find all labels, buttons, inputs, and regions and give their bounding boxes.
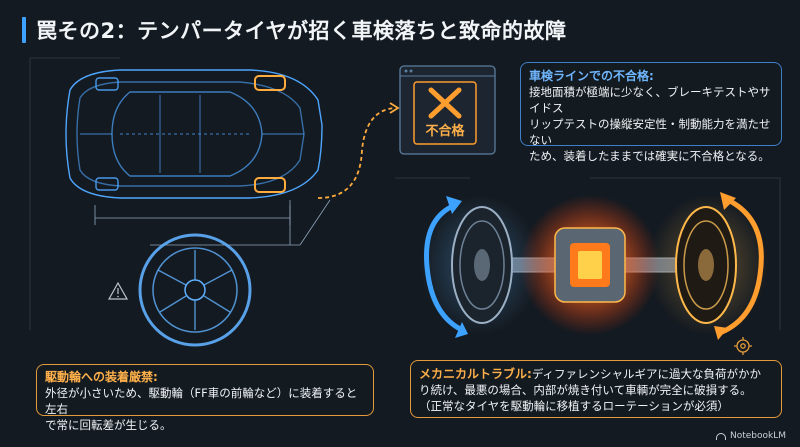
flow-arrow-head (389, 102, 400, 114)
inspection-line: リップテストの操縦安定性・制動能力を満たせない (529, 117, 771, 147)
logo-icon (715, 432, 726, 440)
inspection-line: ため、装着したままでは確実に不合格となる。 (529, 149, 770, 163)
drive-wheel-heading: 駆動輪への装着厳禁: (45, 370, 158, 384)
spare-tire-illustration (138, 233, 252, 347)
drive-wheel-line: で常に回転差が生じる。 (45, 418, 172, 432)
car-front-wheels (254, 75, 286, 193)
inspection-fail-label: 不合格 (425, 124, 465, 139)
page-title-text: 罠その2：テンパータイヤが招く車検落ちと致命的故障 (36, 19, 567, 43)
warning-icon (107, 281, 129, 300)
gear-icon (734, 337, 752, 355)
drive-wheel-panel: 駆動輪への装着厳禁: 外径が小さいため、駆動輪（FF車の前輪など）に装着すると左… (36, 364, 374, 432)
frame-lines (29, 57, 781, 330)
title-accent-bar (22, 17, 26, 43)
inspection-panel: 車検ラインでの不合格: 接地面積が極端に少なく、ブレーキテストやサイドス リップ… (520, 62, 782, 163)
mechanical-line: り続け、最悪の場合、内部が焼き付いて車輌が完全に破損する。 (419, 383, 752, 397)
drivetrain-illustration (420, 192, 768, 340)
inspection-heading: 車検ラインでの不合格: (529, 69, 654, 83)
inspection-line: 接地面積が極端に少なく、ブレーキテストやサイドス (529, 85, 771, 115)
drive-wheel-line: 外径が小さいため、駆動輪（FF車の前輪など）に装着すると左右 (45, 386, 358, 416)
inspection-fail-window (399, 65, 496, 155)
mechanical-line: ディファレンシャルギアに過大な負荷がかか (531, 367, 762, 381)
car-blueprint (65, 69, 323, 199)
notebooklm-logo: NotebookLM (715, 431, 786, 441)
logo-text: NotebookLM (729, 431, 786, 441)
mechanical-line: （正常なタイヤを駆動輪に移植するローテーションが必須） (419, 399, 729, 413)
flow-arrow (317, 107, 396, 199)
page-title: 罠その2：テンパータイヤが招く車検落ちと致命的故障 (22, 12, 566, 48)
fail-x-icon (428, 87, 462, 119)
mechanical-panel: メカニカルトラブル:ディファレンシャルギアに過大な負荷がかか り続け、最悪の場合… (410, 360, 782, 418)
mechanical-heading: メカニカルトラブル: (419, 367, 532, 381)
mechanical-first-line: メカニカルトラブル:ディファレンシャルギアに過大な負荷がかか (419, 365, 773, 382)
